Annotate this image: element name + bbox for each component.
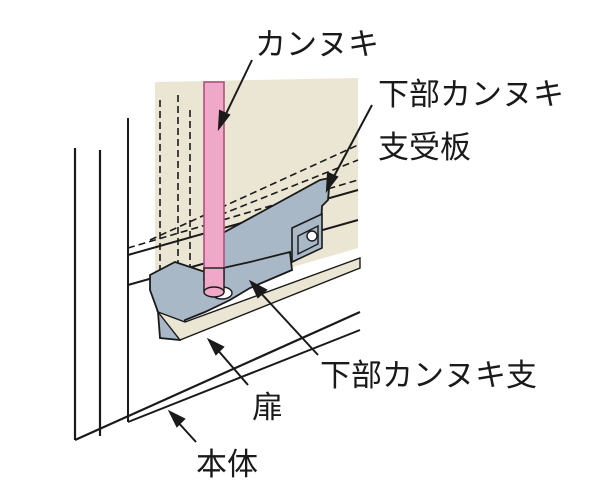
body-frame: [73, 148, 361, 442]
label-latch: カンヌキ: [255, 27, 379, 63]
support-lower-lip: [155, 256, 361, 341]
latch-rod-end-cap: [203, 286, 225, 298]
label-lower-latch-bracket-line1: 下部カンヌキ: [378, 77, 564, 113]
bracket-hole: [306, 230, 318, 242]
lower-latch-bracket-slot: [297, 224, 319, 256]
leader-lines: [167, 59, 373, 443]
label-body: 本体: [196, 447, 258, 483]
label-lower-latch-support: 下部カンヌキ支: [320, 358, 537, 394]
label-door: 扉: [252, 390, 283, 426]
label-lower-latch-bracket-line2: 支受板: [378, 130, 471, 166]
